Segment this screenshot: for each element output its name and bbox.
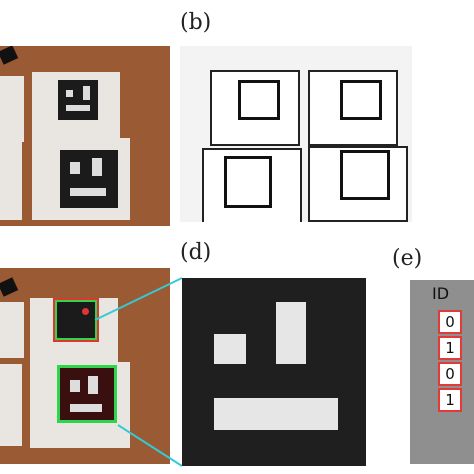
panel-label-b: (b) (180, 10, 212, 35)
id-table-header: ID (432, 284, 450, 303)
marker-bottom (60, 150, 118, 208)
id-table-panel: ID 0 1 0 1 (410, 280, 474, 464)
marker-top (58, 80, 98, 120)
sketch-panel-b (180, 46, 412, 222)
detected-marker-top (55, 300, 97, 340)
panel-label-e: (e) (392, 246, 423, 271)
detected-marker-bottom (57, 365, 117, 423)
photo-panel-c (0, 268, 170, 464)
sketch-marker-2 (340, 80, 382, 120)
sketch-marker-1 (238, 80, 280, 120)
panel-label-d: (d) (180, 240, 212, 265)
zoom-left-eye (214, 334, 246, 364)
black-corner-object (0, 46, 19, 65)
photo-panel-a (0, 46, 170, 226)
id-bit-2: 1 (438, 336, 462, 360)
card-bottom-left (0, 142, 22, 220)
zoom-right-eye (276, 302, 306, 364)
sketch-marker-3 (224, 156, 272, 208)
id-bit-1: 0 (438, 310, 462, 334)
zoom-mouth (214, 398, 338, 430)
card-top-left (0, 76, 24, 142)
id-bit-4: 1 (438, 388, 462, 412)
id-bit-3: 0 (438, 362, 462, 386)
sketch-marker-4 (340, 150, 390, 200)
zoom-panel-d (182, 278, 366, 466)
